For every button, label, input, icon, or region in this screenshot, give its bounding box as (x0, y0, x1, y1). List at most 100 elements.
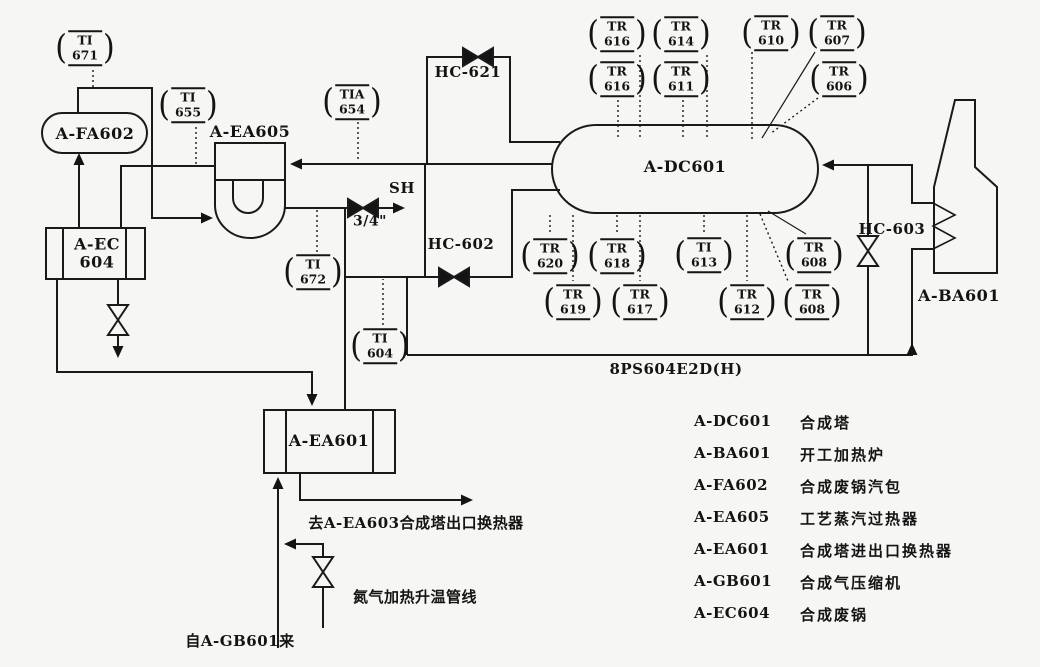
valve-hc621 (462, 46, 494, 68)
legend-code: A-EC604 (694, 604, 771, 622)
instrument-tag: TI (696, 239, 712, 255)
paren-glyph: ( (651, 59, 663, 99)
vessel-label-dc601: A-DC601 (644, 158, 727, 176)
instrument-tag: TR (671, 18, 691, 34)
from-gb601-label: 自A-GB601来 (185, 631, 295, 650)
instrument-tag: TI (180, 89, 196, 105)
legend-name: 合成塔进出口换热器 (800, 542, 954, 560)
paren-glyph: ( (807, 13, 819, 53)
instrument-number: 616 (603, 33, 631, 48)
instrument-number: 608 (798, 301, 826, 316)
paren-glyph: ) (857, 59, 869, 99)
valve-hc603 (856, 235, 880, 267)
instrument-tag: TR (827, 17, 847, 33)
paren-glyph: ) (370, 82, 382, 122)
paren-glyph: ( (610, 282, 622, 322)
paren-glyph: ( (587, 236, 599, 276)
paren-glyph: ( (717, 282, 729, 322)
paren-glyph: ) (658, 282, 670, 322)
instrument-tag: TR (829, 63, 849, 79)
vessel-label-ba601-text: A-BA601 (918, 286, 1000, 306)
to-ea603-label: 去A-EA603合成塔出口换热器 (308, 513, 524, 532)
legend-code: A-GB601 (694, 572, 773, 590)
valve-label-hc602: HC-602 (427, 234, 495, 253)
valve-hc602 (438, 266, 470, 288)
instrument-leader-lines (92, 52, 819, 325)
instrument-number: 619 (559, 301, 587, 316)
legend-code: A-EA601 (694, 540, 770, 558)
instrument-number: 614 (667, 33, 695, 48)
paren-glyph: ) (398, 326, 410, 366)
paren-glyph: ( (809, 59, 821, 99)
instrument-number: 611 (667, 78, 695, 93)
vessel-label-fa602: A-FA602 (56, 125, 135, 143)
paren-glyph: ( (651, 14, 663, 54)
paren-glyph: ) (103, 28, 115, 68)
instrument-tag: TI (372, 330, 388, 346)
legend-code: A-BA601 (694, 444, 771, 462)
instrument-number: 672 (299, 271, 327, 286)
instrument-number: 613 (690, 254, 718, 269)
vessel-label-fa602-text: A-FA602 (55, 124, 135, 144)
legend-name: 工艺蒸汽过热器 (800, 510, 920, 528)
vessel-label-ba601: A-BA601 (918, 287, 1000, 305)
paren-glyph: ( (55, 28, 67, 68)
paren-glyph: ( (784, 235, 796, 275)
legend-name: 开工加热炉 (800, 446, 886, 464)
valve-nitrogen (311, 556, 335, 588)
legend-name: 合成废锅汽包 (800, 478, 903, 496)
instrument-leader-lines-solid (761, 51, 816, 235)
vessel-label-ec604-text: A-EC (74, 234, 120, 254)
instrument-tag: TR (607, 18, 627, 34)
paren-glyph: ( (674, 235, 686, 275)
valve-ec604-drain (106, 304, 130, 336)
instrument-tag: TR (630, 286, 650, 302)
paren-glyph: ) (789, 13, 801, 53)
vessel-label-ea605: A-EA605 (210, 123, 291, 141)
vessel-fa602 (41, 112, 148, 154)
instrument-number: 607 (823, 32, 851, 47)
sh-steam-label: SH (388, 178, 416, 197)
flow-arrows (73, 153, 918, 550)
paren-glyph: ( (587, 59, 599, 99)
paren-glyph: ) (635, 59, 647, 99)
paren-glyph: ) (635, 14, 647, 54)
vessel-label-ea601-text: A-EA601 (288, 431, 370, 451)
paren-glyph: ) (830, 282, 842, 322)
paren-glyph: ( (782, 282, 794, 322)
instrument-tag: TR (563, 286, 583, 302)
valve-three-quarter (347, 197, 379, 219)
paren-glyph: ( (520, 236, 532, 276)
nitrogen-line-label: 氮气加热升温管线 (352, 587, 478, 606)
instrument-tag: TI (77, 32, 93, 48)
instrument-tag: TR (607, 240, 627, 256)
instrument-tag: TR (802, 286, 822, 302)
instrument-number: 620 (536, 255, 564, 270)
